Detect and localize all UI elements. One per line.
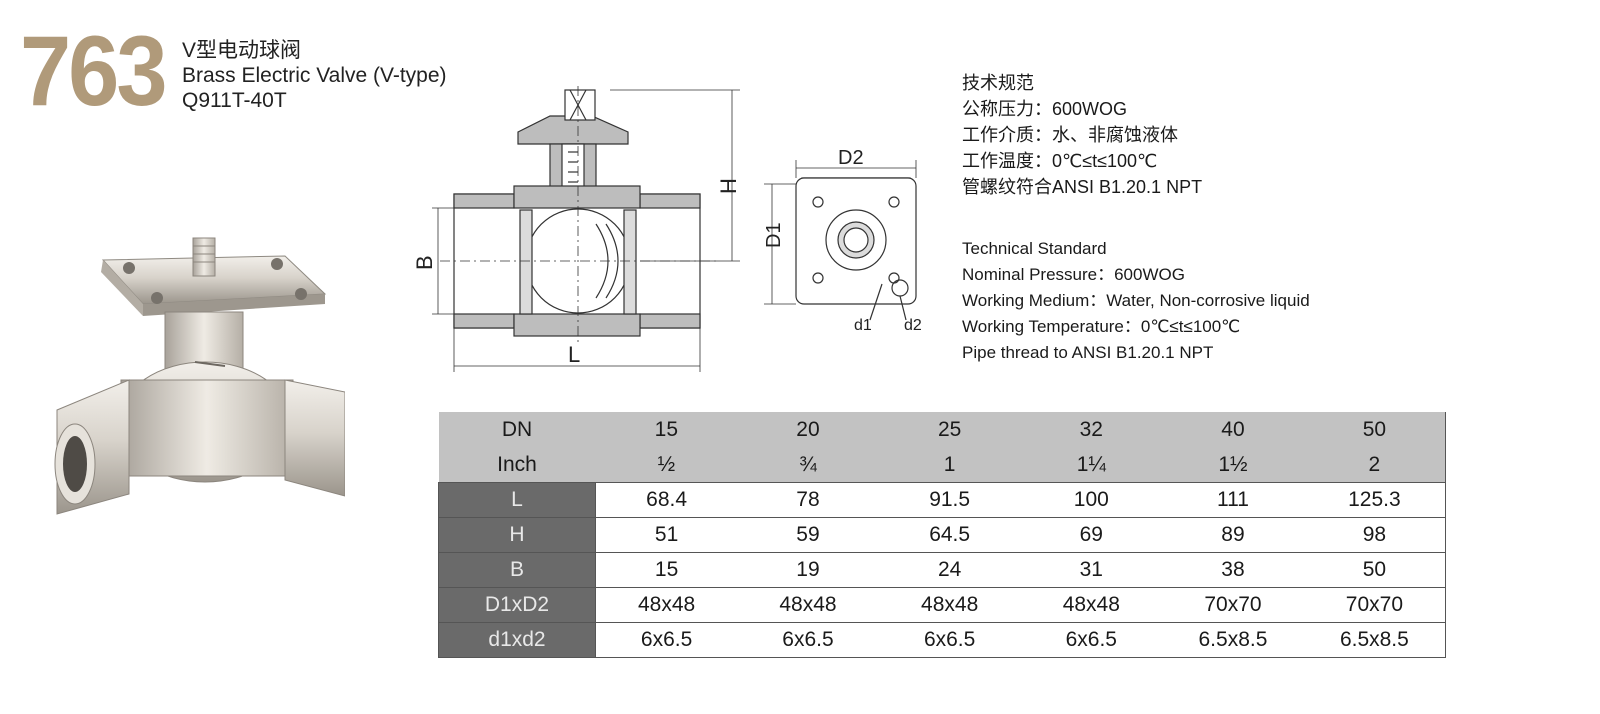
table-cell: 1¼ bbox=[1020, 447, 1163, 483]
spec-table: DN 15 20 25 32 40 50 Inch ½ ¾ 1 1¼ 1½ 2 … bbox=[438, 412, 1446, 658]
spec-cn-heading: 技术规范 bbox=[962, 73, 1034, 93]
table-cell: 6.5x8.5 bbox=[1162, 622, 1304, 658]
row-label: H bbox=[438, 517, 596, 553]
table-cell: 1½ bbox=[1162, 447, 1304, 483]
dim-label-d2: D2 bbox=[838, 148, 864, 169]
table-cell: 48x48 bbox=[737, 587, 879, 623]
title-en: Brass Electric Valve (V-type) bbox=[182, 64, 447, 87]
table-cell: 20 bbox=[737, 412, 879, 447]
table-cell: 51 bbox=[595, 517, 738, 553]
table-cell: 40 bbox=[1162, 412, 1304, 447]
title-cn: V型电动球阀 bbox=[182, 39, 302, 62]
table-row: B 15 19 24 31 38 50 bbox=[438, 552, 1446, 588]
table-cell: 48x48 bbox=[878, 587, 1021, 623]
table-cell: 125.3 bbox=[1303, 482, 1446, 518]
spec-cn-thread: 管螺纹符合ANSI B1.20.1 NPT bbox=[962, 177, 1203, 197]
table-row: DN 15 20 25 32 40 50 bbox=[438, 412, 1446, 447]
dim-label-small-d1: d1 bbox=[854, 317, 872, 334]
dim-label-l: L bbox=[568, 342, 580, 367]
table-cell: 6.5x8.5 bbox=[1303, 622, 1446, 658]
table-row: H 51 59 64.5 69 89 98 bbox=[438, 517, 1446, 553]
table-cell: 38 bbox=[1162, 552, 1304, 588]
row-label: L bbox=[438, 482, 596, 518]
table-cell: 70x70 bbox=[1303, 587, 1446, 623]
table-cell: 78 bbox=[737, 482, 879, 518]
table-row: L 68.4 78 91.5 100 111 125.3 bbox=[438, 482, 1446, 518]
table-cell: 50 bbox=[1303, 412, 1446, 447]
table-cell: ¾ bbox=[737, 447, 879, 483]
table-cell: 2 bbox=[1303, 447, 1446, 483]
table-row: Inch ½ ¾ 1 1¼ 1½ 2 bbox=[438, 447, 1446, 483]
table-cell: 48x48 bbox=[1020, 587, 1163, 623]
table-cell: 6x6.5 bbox=[737, 622, 879, 658]
table-cell: 91.5 bbox=[878, 482, 1021, 518]
table-cell: 48x48 bbox=[595, 587, 738, 623]
table-cell: 59 bbox=[737, 517, 879, 553]
table-cell: 19 bbox=[737, 552, 879, 588]
table-cell: 98 bbox=[1303, 517, 1446, 553]
row-label: B bbox=[438, 552, 596, 588]
title-block: V型电动球阀 Brass Electric Valve (V-type) Q91… bbox=[182, 38, 447, 113]
table-row: D1xD2 48x48 48x48 48x48 48x48 70x70 70x7… bbox=[438, 587, 1446, 623]
model-code: Q911T-40T bbox=[182, 89, 287, 112]
spec-cn-pressure: 公称压力：600WOG bbox=[962, 99, 1128, 119]
table-cell: 6x6.5 bbox=[878, 622, 1021, 658]
dim-label-h: H bbox=[716, 178, 741, 194]
valve-photo bbox=[54, 237, 345, 515]
table-cell: 32 bbox=[1020, 412, 1163, 447]
table-cell: 25 bbox=[878, 412, 1021, 447]
spec-en-heading: Technical Standard bbox=[962, 239, 1107, 258]
table-cell: 6x6.5 bbox=[1020, 622, 1163, 658]
section-drawing: H B L bbox=[412, 86, 741, 372]
row-label: Inch bbox=[438, 447, 596, 483]
table-row: d1xd2 6x6.5 6x6.5 6x6.5 6x6.5 6.5x8.5 6.… bbox=[438, 622, 1446, 658]
table-cell: 70x70 bbox=[1162, 587, 1304, 623]
table-cell: 68.4 bbox=[595, 482, 738, 518]
dim-label-b: B bbox=[412, 255, 437, 270]
table-cell: 15 bbox=[595, 552, 738, 588]
table-cell: 69 bbox=[1020, 517, 1163, 553]
spec-en-pressure: Nominal Pressure：600WOG bbox=[962, 265, 1185, 284]
table-cell: 1 bbox=[878, 447, 1021, 483]
table-cell: 100 bbox=[1020, 482, 1163, 518]
table-cell: 31 bbox=[1020, 552, 1163, 588]
spec-en-medium: Working Medium：Water, Non-corrosive liqu… bbox=[962, 291, 1310, 310]
model-number: 763 bbox=[20, 16, 167, 127]
table-cell: 89 bbox=[1162, 517, 1304, 553]
spec-cn: 技术规范 公称压力：600WOG 工作介质：水、非腐蚀液体 工作温度：0℃≤t≤… bbox=[962, 70, 1202, 200]
spec-en-thread: Pipe thread to ANSI B1.20.1 NPT bbox=[962, 343, 1214, 362]
table-cell: ½ bbox=[595, 447, 738, 483]
spec-cn-temperature: 工作温度：0℃≤t≤100℃ bbox=[962, 151, 1158, 171]
table-cell: 15 bbox=[595, 412, 738, 447]
table-cell: 111 bbox=[1162, 482, 1304, 518]
row-label: d1xd2 bbox=[438, 622, 596, 658]
table-cell: 64.5 bbox=[878, 517, 1021, 553]
spec-cn-medium: 工作介质：水、非腐蚀液体 bbox=[962, 125, 1178, 145]
table-cell: 24 bbox=[878, 552, 1021, 588]
dim-label-d1: D1 bbox=[763, 222, 785, 248]
spec-en-temperature: Working Temperature：0℃≤t≤100℃ bbox=[962, 317, 1241, 336]
dim-label-small-d2: d2 bbox=[904, 317, 922, 334]
row-label: DN bbox=[438, 412, 596, 447]
table-cell: 50 bbox=[1303, 552, 1446, 588]
top-view-drawing: D2 D1 d1 d2 bbox=[763, 148, 922, 334]
row-label: D1xD2 bbox=[438, 587, 596, 623]
spec-en: Technical Standard Nominal Pressure：600W… bbox=[962, 236, 1310, 366]
table-cell: 6x6.5 bbox=[595, 622, 738, 658]
